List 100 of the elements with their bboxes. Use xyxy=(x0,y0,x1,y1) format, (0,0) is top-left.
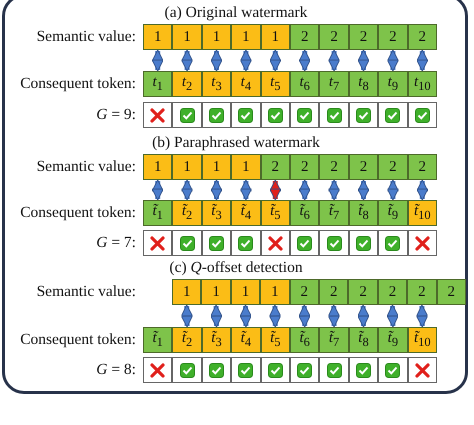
value-text: 2 xyxy=(448,284,456,300)
token-cell xyxy=(319,200,349,226)
check-cell xyxy=(348,357,378,383)
token-text: t̃$_{7}$ xyxy=(328,204,340,222)
token-text: t̃$_{9}$ xyxy=(388,331,398,349)
check-cell xyxy=(143,102,172,128)
semantic-value-cell xyxy=(260,279,290,305)
value-text: 2 xyxy=(272,160,280,174)
value-text: 2 xyxy=(418,160,426,174)
check-cell xyxy=(260,102,290,128)
double-arrow xyxy=(152,179,164,201)
token-cell xyxy=(290,200,320,226)
value-text: 2 xyxy=(359,284,367,300)
semantic-value-cell xyxy=(348,154,378,180)
check-cell xyxy=(260,230,290,256)
semantic-value-cell xyxy=(378,279,408,305)
double-arrow xyxy=(269,304,282,328)
token-text: t$_{6}$ xyxy=(299,75,310,93)
token-cell xyxy=(231,200,261,226)
token-cell xyxy=(319,327,349,353)
check-cell xyxy=(260,357,290,383)
check-cell xyxy=(378,357,408,383)
token-cell xyxy=(143,327,172,353)
check-cell xyxy=(408,102,437,128)
check-cell xyxy=(231,230,261,256)
token-cell xyxy=(260,71,290,97)
value-text: 2 xyxy=(389,160,397,174)
value-text: 1 xyxy=(212,284,220,300)
double-arrow xyxy=(240,49,252,72)
double-arrow xyxy=(358,179,370,201)
double-arrow xyxy=(269,179,282,201)
token-text: t$_{10}$ xyxy=(414,75,431,93)
value-text: 2 xyxy=(360,30,368,44)
token-cell xyxy=(378,327,408,353)
semantic-value-cell xyxy=(378,24,408,50)
token-text: t̃$_{3}$ xyxy=(211,331,222,349)
token-text: t̃$_{1}$ xyxy=(152,331,163,349)
double-arrow xyxy=(298,49,311,72)
double-arrow xyxy=(240,304,252,328)
panel-title: (c) Q-offset detection xyxy=(169,259,303,277)
value-text: 1 xyxy=(242,160,250,174)
token-text: t̃$_{4}$ xyxy=(240,204,252,222)
check-cell xyxy=(290,357,320,383)
token-cell xyxy=(202,200,232,226)
value-text: 2 xyxy=(418,30,426,44)
token-cell xyxy=(172,327,202,353)
double-arrow xyxy=(240,179,252,201)
double-arrow xyxy=(269,49,282,72)
semantic-value-cell xyxy=(230,279,260,305)
semantic-value-cell xyxy=(201,279,231,305)
value-text: 2 xyxy=(300,30,308,44)
value-text: 2 xyxy=(388,284,396,300)
token-cell xyxy=(143,200,172,226)
semantic-value-cell xyxy=(231,24,261,50)
token-cell xyxy=(260,327,290,353)
value-text: 2 xyxy=(418,284,426,300)
value-text: 1 xyxy=(212,160,220,174)
row-label: Semantic value: xyxy=(36,28,136,46)
value-text: 1 xyxy=(242,30,250,44)
token-text: t$_{2}$ xyxy=(182,75,192,93)
token-cell xyxy=(408,71,437,97)
row-label: Semantic value: xyxy=(36,283,136,301)
token-cell xyxy=(319,71,349,97)
semantic-value-cell xyxy=(436,279,466,305)
double-arrow xyxy=(386,49,399,72)
check-cell xyxy=(202,230,232,256)
semantic-value-cell xyxy=(202,154,232,180)
token-text: t̃$_{10}$ xyxy=(414,331,431,349)
semantic-value-cell xyxy=(172,24,202,50)
token-cell xyxy=(378,71,408,97)
token-cell xyxy=(348,327,378,353)
check-cell xyxy=(290,230,320,256)
semantic-value-cell xyxy=(378,154,408,180)
check-cell xyxy=(319,230,349,256)
double-arrow xyxy=(416,304,428,328)
double-arrow xyxy=(152,49,164,72)
token-text: t̃$_{2}$ xyxy=(182,331,192,349)
token-cell xyxy=(172,200,202,226)
semantic-value-cell xyxy=(143,154,172,180)
semantic-value-cell xyxy=(143,24,172,50)
value-text: 2 xyxy=(360,160,368,174)
semantic-value-cell xyxy=(290,24,320,50)
semantic-value-cell xyxy=(319,279,348,305)
semantic-value-cell xyxy=(290,154,320,180)
panel-title: (a) Original watermark xyxy=(164,4,308,22)
double-arrow xyxy=(358,49,370,72)
double-arrow xyxy=(416,179,428,201)
token-cell xyxy=(408,327,437,353)
semantic-value-cell xyxy=(202,24,232,50)
check-cell xyxy=(231,357,261,383)
value-text: 2 xyxy=(300,284,308,300)
value-text: 1 xyxy=(271,284,279,300)
semantic-value-cell xyxy=(408,24,437,50)
row-label: Semantic value: xyxy=(36,158,136,176)
token-text: t$_{5}$ xyxy=(270,75,280,93)
double-arrow xyxy=(210,179,222,201)
token-cell xyxy=(202,71,232,97)
value-text: 2 xyxy=(300,160,308,174)
token-cell xyxy=(172,71,202,97)
double-arrow xyxy=(328,49,340,72)
